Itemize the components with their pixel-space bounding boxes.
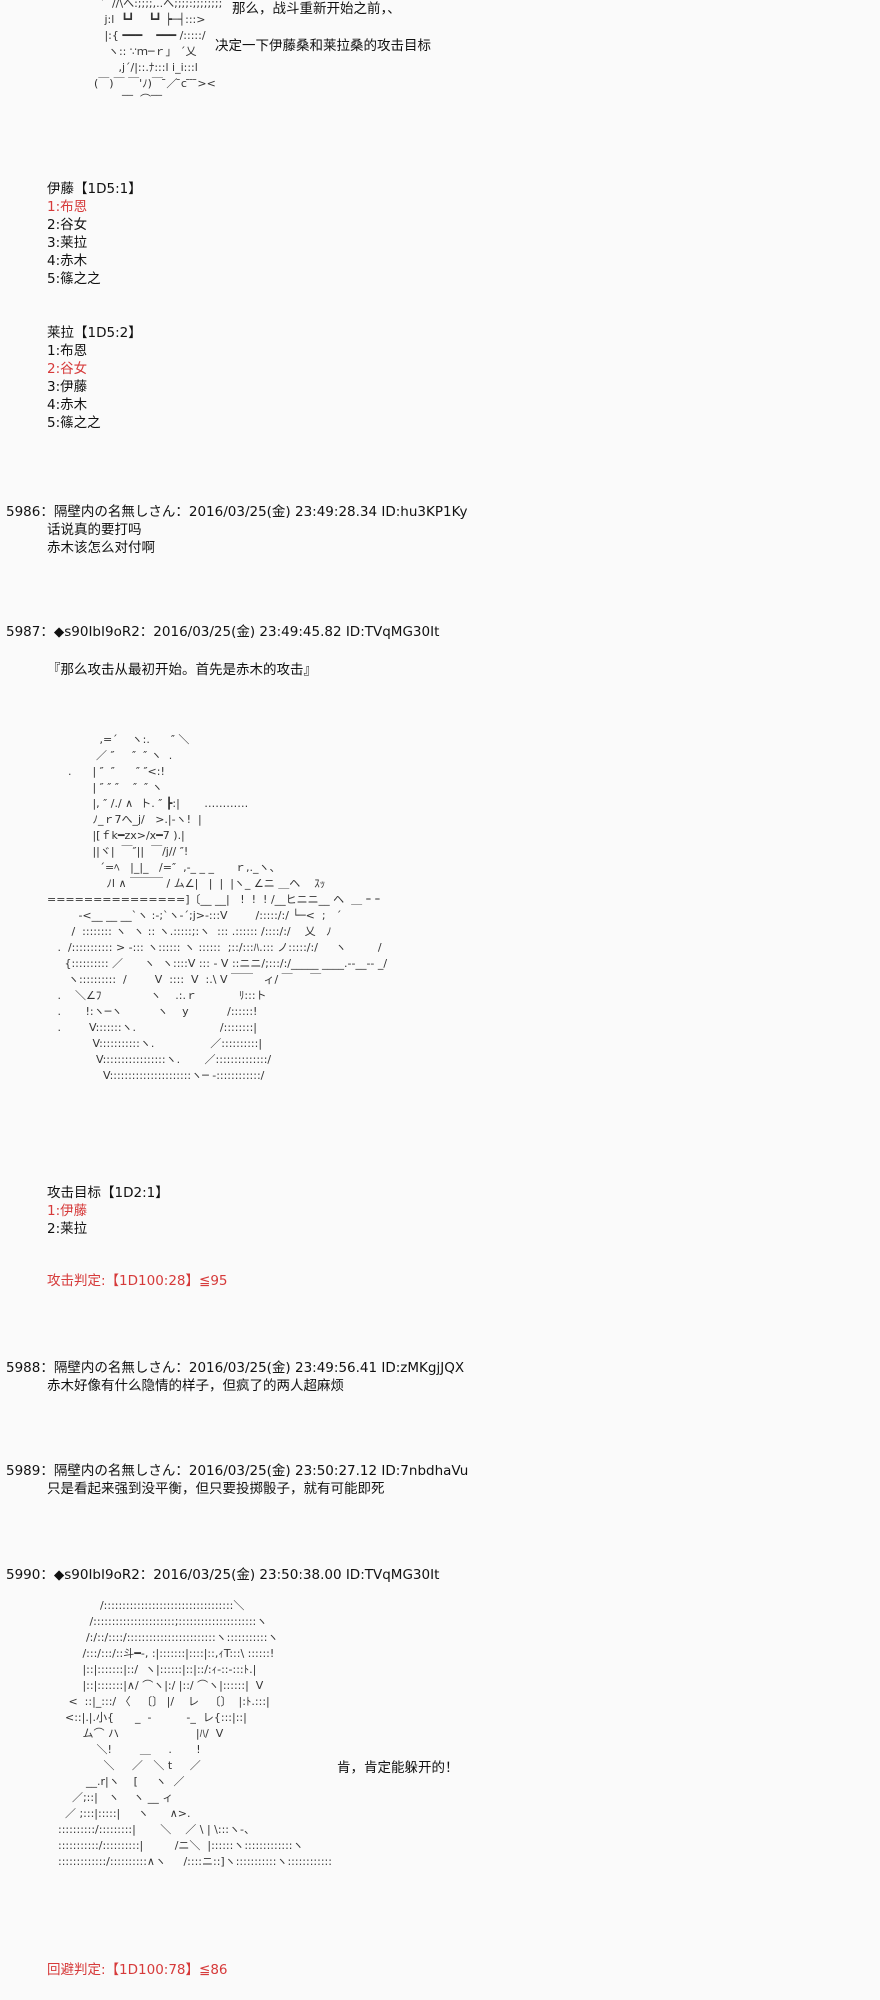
- attack-target-header: 攻击目标【1D2:1】: [47, 1185, 169, 1201]
- post-5987-intro: 『那么攻击从最初开始。首先是赤木的攻击』: [47, 662, 317, 678]
- attack-judgement: 攻击判定:【1D100:28】≦95: [47, 1273, 228, 1289]
- post-header-5989: 5989：隔壁内の名無しさん：2016/03/25(金) 23:50:27.12…: [6, 1463, 469, 1479]
- post-header-5990: 5990：◆s90IbI9oR2：2016/03/25(金) 23:50:38.…: [6, 1567, 440, 1583]
- opening-line-1: 那么，战斗重新开始之前，、: [232, 1, 401, 17]
- post-5989-line-1: 只是看起来强到没平衡，但只要投掷骰子，就有可能即死: [47, 1481, 385, 1497]
- laila-list-header: 莱拉【1D5:2】: [47, 325, 142, 341]
- attack-target-option-1: 1:伊藤: [47, 1203, 88, 1219]
- ito-option-4: 4:赤木: [47, 253, 88, 269]
- laila-option-4: 4:赤木: [47, 397, 88, 413]
- opening-line-2: 决定一下伊藤桑和莱拉桑的攻击目标: [215, 38, 431, 54]
- laila-target-list: 莱拉【1D5:2】 1:布恩 2:谷女 3:伊藤 4:赤木 5:篠之之: [47, 324, 142, 432]
- dodge-speech: 肯，肯定能躲开的！: [337, 1760, 459, 1776]
- post-header-5987: 5987：◆s90IbI9oR2：2016/03/25(金) 23:49:45.…: [6, 624, 440, 640]
- ascii-art-akagi-attack: ,=´ ヽ:. ″ ＼ ／ ″ ″ ″ ヽ . . | ″ ″ ″ ″<:! |…: [46, 733, 388, 1082]
- ito-option-2: 2:谷女: [47, 217, 88, 233]
- ascii-art-opening: ゛//\へ:;;;;,..へ;;;;:;;;;;;;; j:l ┗┛ ┗┛ ┝─…: [93, 0, 223, 106]
- ito-target-list: 伊藤【1D5:1】 1:布恩 2:谷女 3:莱拉 4:赤木 5:篠之之: [47, 180, 142, 288]
- laila-option-2: 2:谷女: [47, 361, 88, 377]
- post-header-5986: 5986：隔壁内の名無しさん：2016/03/25(金) 23:49:28.34…: [6, 504, 468, 520]
- attack-target-list: 攻击目标【1D2:1】 1:伊藤 2:莱拉: [47, 1184, 169, 1238]
- post-5986-line-2: 赤木该怎么对付啊: [47, 540, 155, 556]
- attack-target-option-2: 2:莱拉: [47, 1221, 88, 1237]
- ascii-art-dodge: /:::::::::::::::::::::::::::::::::::＼ /:…: [57, 1599, 332, 1868]
- ito-option-3: 3:莱拉: [47, 235, 88, 251]
- post-5986-line-1: 话说真的要打吗: [47, 522, 142, 538]
- post-header-5988: 5988：隔壁内の名無しさん：2016/03/25(金) 23:49:56.41…: [6, 1360, 465, 1376]
- laila-option-1: 1:布恩: [47, 343, 88, 359]
- dodge-judgement: 回避判定:【1D100:78】≦86: [47, 1962, 228, 1978]
- post-5988-line-1: 赤木好像有什么隐情的样子，但疯了的两人超麻烦: [47, 1378, 344, 1394]
- ito-option-1: 1:布恩: [47, 199, 88, 215]
- ito-list-header: 伊藤【1D5:1】: [47, 181, 142, 197]
- ito-option-5: 5:篠之之: [47, 271, 101, 287]
- laila-option-3: 3:伊藤: [47, 379, 88, 395]
- laila-option-5: 5:篠之之: [47, 415, 101, 431]
